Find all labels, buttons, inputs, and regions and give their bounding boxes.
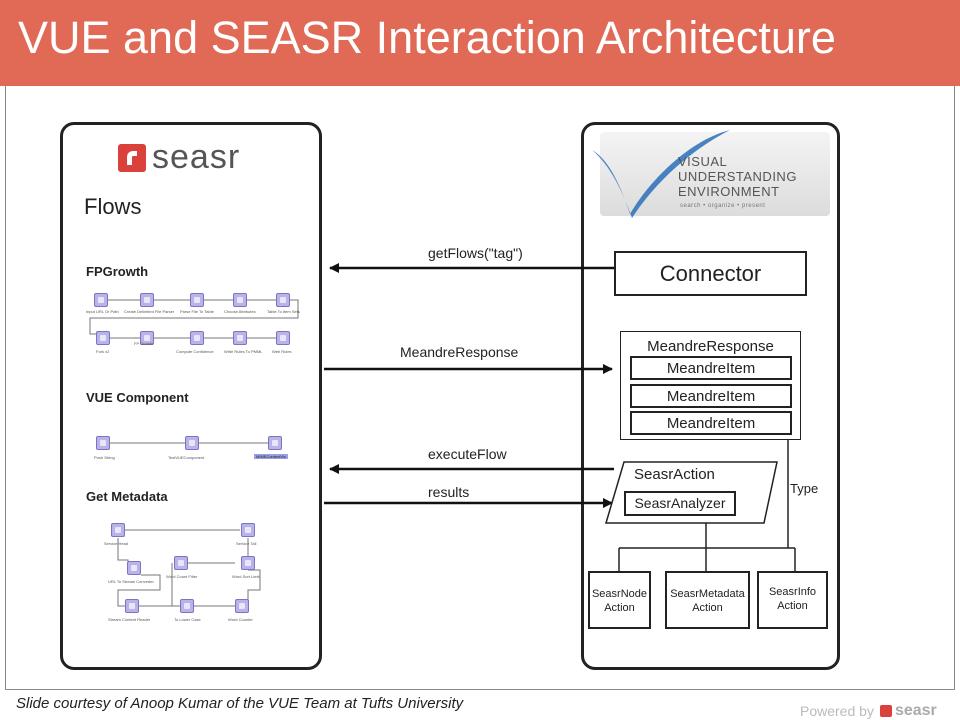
subtype-line: Action: [692, 602, 723, 614]
seasr-metadata-action-box: SeasrMetadata Action: [665, 571, 750, 629]
flow-node-caption: Parse File To Table: [180, 309, 214, 314]
flow-node: [276, 293, 290, 307]
flow-node: [233, 293, 247, 307]
slide-title: VUE and SEASR Interaction Architecture: [18, 12, 836, 63]
flow-node: [125, 599, 139, 613]
flow-node-caption: Push String: [94, 455, 115, 460]
subtype-line: Action: [604, 602, 635, 614]
flow-node-caption: URL To Stream Converter: [108, 579, 154, 584]
flow-label-fpgrowth: FPGrowth: [86, 264, 149, 279]
flow-node-caption: Service Tail: [236, 541, 257, 546]
powered-brand-text: seasr: [894, 702, 937, 719]
flow-node: [235, 599, 249, 613]
subtype-line: SeasrNode: [591, 588, 648, 600]
arrow-label-get-flows: getFlows("tag"): [428, 245, 523, 261]
flow-node: [190, 293, 204, 307]
flow-node-caption: TestVUEComponent: [168, 455, 205, 460]
flow-node-caption: Word Count Filter: [166, 574, 198, 579]
meandre-response-title: MeandreResponse: [647, 338, 774, 355]
meandre-item-box: MeandreItem: [630, 356, 792, 380]
seasr-logo: seasr: [118, 138, 240, 177]
flow-node-caption: Service Head: [104, 541, 129, 546]
subtype-line: Action: [777, 600, 808, 612]
diagram-frame: [5, 86, 955, 690]
seasr-mark-icon: [879, 705, 892, 717]
type-label: Type: [790, 481, 819, 496]
flow-node-caption: Stream Content Reader: [108, 617, 151, 622]
flow-node: [96, 436, 110, 450]
powered-by-text: Powered by: [800, 703, 874, 719]
flow-node: [127, 561, 141, 575]
flow-node: [111, 523, 125, 537]
flow-label-get-metadata: Get Metadata: [86, 489, 168, 504]
seasr-logo-text: seasr: [152, 138, 241, 176]
flow-node: [241, 556, 255, 570]
seasr-node-action-box: SeasrNode Action: [588, 571, 651, 629]
connector-box: Connector: [614, 251, 807, 296]
arrow-label-execute-flow: executeFlow: [428, 446, 507, 462]
slide-credit: Slide courtesy of Anoop Kumar of the VUE…: [16, 695, 464, 712]
flow-node: [94, 293, 108, 307]
subtype-line: SeasrInfo: [768, 586, 817, 598]
flow-node: [174, 556, 188, 570]
seasr-action-title: SeasrAction: [634, 466, 715, 483]
vue-logo-line: VISUAL: [678, 154, 728, 169]
seasr-info-action-box: SeasrInfo Action: [757, 571, 828, 629]
seasr-logo-icon: [118, 143, 146, 172]
vue-logo-line: ENVIRONMENT: [678, 184, 780, 199]
flow-node: [180, 599, 194, 613]
flow-node: [185, 436, 199, 450]
flow-node: [276, 331, 290, 345]
flows-heading: Flows: [84, 194, 142, 219]
vue-logo-line: UNDERSTANDING: [678, 169, 797, 184]
powered-by-logo: Powered by seasr: [800, 702, 937, 720]
vue-logo-text: VISUAL UNDERSTANDING ENVIRONMENT: [678, 154, 797, 199]
flow-node-caption: Choose Attributes: [224, 309, 256, 314]
flow-node-caption: Write Rules To PMML: [224, 349, 263, 354]
flow-node-caption: Web Rules: [272, 349, 292, 354]
flow-node-caption-selected: MIMEContentViz: [254, 454, 288, 459]
flow-node-caption: Input URL Or Path: [86, 309, 119, 314]
subtype-line: SeasrMetadata: [670, 588, 745, 600]
arrow-label-results: results: [428, 484, 470, 500]
flow-node: [190, 331, 204, 345]
flow-node-caption: Word Sort Limit: [232, 574, 260, 579]
flow-node: [241, 523, 255, 537]
flow-node: [233, 331, 247, 345]
flow-node-caption: FP Growth: [134, 341, 154, 346]
title-bar: VUE and SEASR Interaction Architecture: [0, 0, 960, 86]
flow-node-caption: Compute Confidence: [176, 349, 214, 354]
flow-node: [140, 293, 154, 307]
flow-node: [140, 331, 154, 345]
vue-tagline: search • organize • present: [680, 203, 766, 209]
flow-node: [268, 436, 282, 450]
flow-label-vue-component: VUE Component: [86, 390, 189, 405]
flow-node-caption: Create Delimited File Parser: [124, 309, 175, 314]
arrow-label-meandre-response: MeandreResponse: [400, 344, 519, 360]
meandre-item-box: MeandreItem: [630, 411, 792, 435]
seasr-panel: [60, 122, 322, 670]
flow-node-caption: Fork x2: [96, 349, 110, 354]
meandre-item-box: MeandreItem: [630, 384, 792, 408]
flow-node-caption: To Lower Case: [174, 617, 201, 622]
flow-node-caption: Word Counter: [228, 617, 253, 622]
flow-node-caption: Table To Item Sets: [267, 309, 300, 314]
seasr-analyzer-box: SeasrAnalyzer: [624, 491, 736, 516]
flow-node: [96, 331, 110, 345]
